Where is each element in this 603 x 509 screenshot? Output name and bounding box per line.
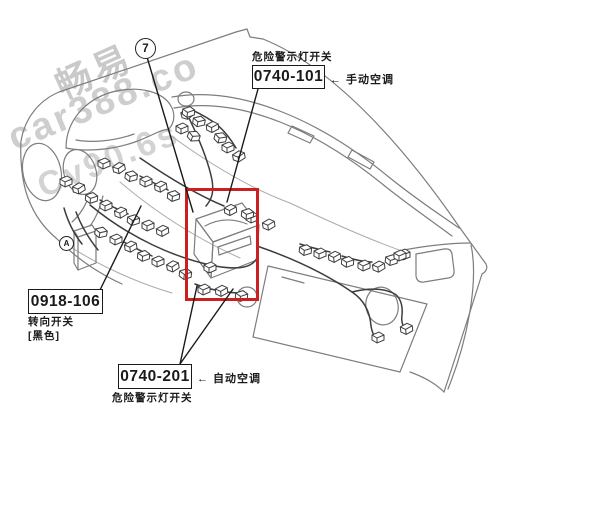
connector-icon — [109, 233, 123, 246]
connector-icon — [191, 114, 207, 129]
connector-icon — [357, 259, 371, 272]
part-number-box-0740-101: 0740-101 — [252, 65, 325, 89]
connector-icon — [340, 255, 355, 269]
connector-icon — [71, 181, 87, 196]
connector-icon — [141, 219, 155, 232]
part-number-box-0740-201: 0740-201 — [118, 364, 192, 389]
manual-ac-note: ← 手动空调 — [330, 74, 395, 86]
connector-icon — [153, 179, 168, 194]
connector-icon — [175, 122, 189, 135]
connector-icon — [221, 141, 235, 154]
wiring-harness — [63, 107, 407, 339]
connector-icon — [97, 157, 111, 170]
hazard-manual-label: 危险警示灯开关 — [252, 51, 333, 63]
connector-icon — [151, 255, 165, 268]
connector-icon — [166, 189, 181, 203]
leader-line-item7 — [146, 56, 194, 213]
dashboard-outline — [20, 28, 488, 393]
connector-icon — [371, 259, 386, 274]
connector-icon — [155, 224, 170, 238]
connector-icon — [123, 169, 139, 184]
connector-icon — [261, 217, 276, 232]
connector-layer — [59, 105, 414, 344]
leader-line-0740-201 — [179, 285, 234, 365]
connector-icon — [313, 247, 327, 260]
connector-icon — [165, 259, 181, 274]
circled-item-7-marker: 7 — [135, 38, 156, 59]
connector-icon — [111, 161, 127, 176]
leader-line-0918-106 — [99, 205, 142, 291]
highlight-rectangle — [185, 188, 259, 301]
part-number-box-0918-106: 0918-106 — [28, 289, 103, 314]
leader-lines — [99, 56, 259, 365]
steering-switch-label: 转向开关 — [28, 316, 74, 328]
connector-icon — [123, 239, 138, 254]
connector-icon — [298, 243, 313, 257]
leader-line-0740-101 — [226, 88, 259, 203]
steering-switch-color-note: [黑色] — [28, 330, 60, 342]
circled-item-a-marker: A — [59, 236, 74, 251]
connector-icon — [136, 249, 151, 263]
auto-ac-note: ← 自动空调 — [197, 373, 262, 385]
connector-icon — [205, 120, 220, 134]
connector-icon — [214, 284, 229, 298]
hazard-auto-label: 危险警示灯开关 — [112, 392, 193, 404]
